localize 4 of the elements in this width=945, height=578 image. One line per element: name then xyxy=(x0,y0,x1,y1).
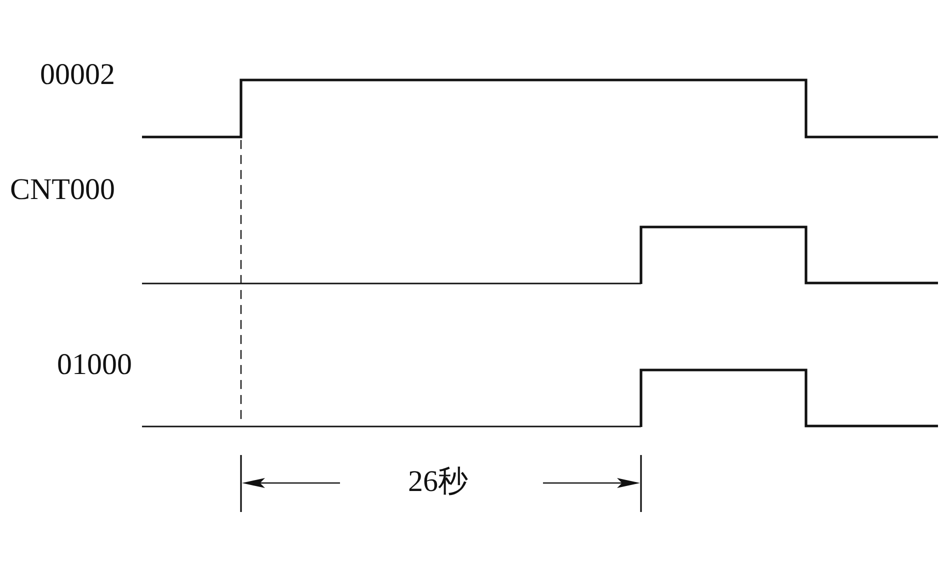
dimension-label: 26秒 xyxy=(408,467,468,497)
signal-label: 00002 xyxy=(40,60,115,90)
signal-label: 01000 xyxy=(57,350,132,380)
signal-label: CNT000 xyxy=(10,175,115,205)
